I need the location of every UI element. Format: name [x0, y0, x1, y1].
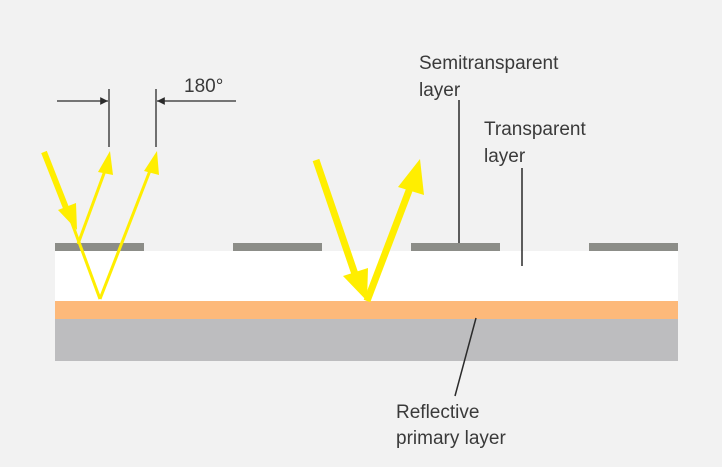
transparent-label-line2: layer — [484, 146, 526, 167]
semitransparent-segment — [411, 243, 500, 251]
reflected-ray-arrowhead — [144, 151, 159, 175]
reflective-label-line1: Reflective — [396, 402, 479, 423]
reflected-ray — [363, 186, 414, 303]
phase-dimension — [57, 89, 236, 147]
incident-ray — [41, 150, 71, 215]
phase-label: 180° — [184, 76, 223, 97]
semitransparent-label-line2: layer — [419, 80, 461, 101]
incident-ray-arrowhead — [343, 268, 368, 301]
semitransparent-segment — [589, 243, 678, 251]
semitransparent-segment — [55, 243, 144, 251]
substrate-layer — [55, 318, 678, 361]
reflective-leader — [454, 317, 477, 397]
incident-ray — [64, 206, 102, 300]
semitransparent-label-line1: Semitransparent — [419, 53, 559, 74]
left-ray-group — [41, 150, 159, 300]
incident-ray — [312, 158, 361, 282]
right-ray-group — [312, 158, 424, 303]
reflective-primary-layer — [55, 301, 678, 319]
reflective-label-line2: primary layer — [396, 428, 506, 449]
reflected-ray-arrowhead — [398, 159, 424, 195]
semitransparent-segment — [233, 243, 322, 251]
reflected-ray — [76, 167, 108, 245]
reflected-ray — [98, 167, 153, 300]
transparent-label-line1: Transparent — [484, 119, 586, 140]
reflected-ray-arrowhead — [98, 151, 113, 175]
